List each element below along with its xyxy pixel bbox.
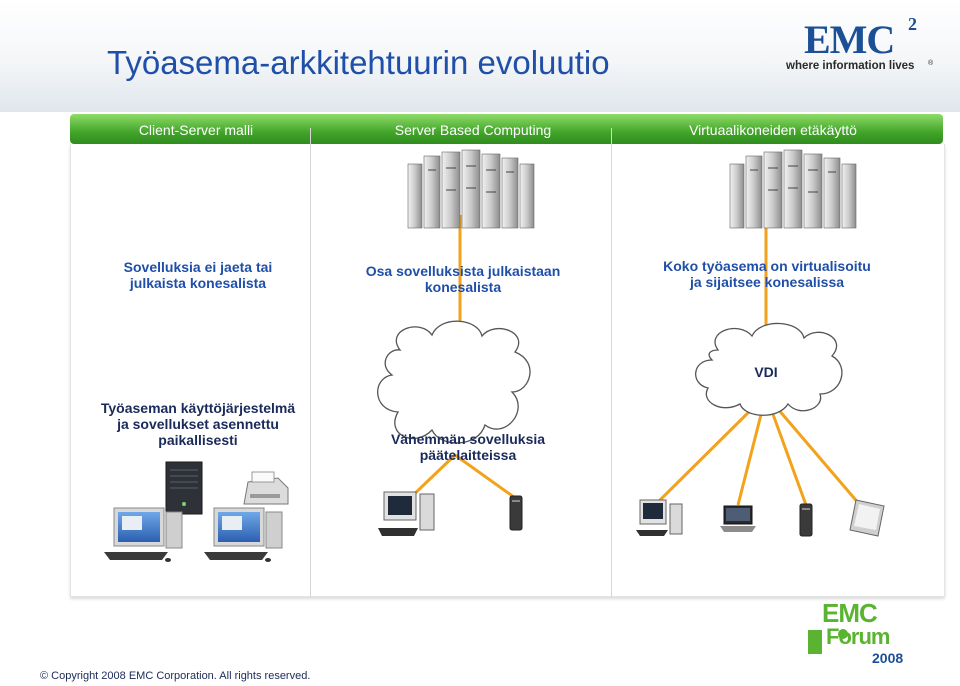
- column-header-virtual: Virtuaalikoneiden etäkäyttö: [689, 122, 857, 138]
- server-rack-icon: [729, 149, 857, 229]
- server-based-cloud-line2: päätelaitteissa: [419, 447, 517, 463]
- server-based-cloud-line1: Vähemmän sovelluksia: [390, 431, 546, 447]
- cloud-icon: [377, 320, 531, 444]
- client-server-local-desc: Työaseman käyttöjärjestelmä ja sovelluks…: [70, 400, 326, 448]
- client-server-local-line3: paikallisesti: [158, 432, 238, 448]
- server-based-cloud-text: Vähemmän sovelluksia päätelaitteissa: [358, 431, 578, 463]
- virtual-desc-line1: Koko työasema on virtualisoitu: [663, 258, 871, 274]
- virtual-desc-line2: ja sijaitsee konesalissa: [689, 274, 845, 290]
- vdi-label: VDI: [754, 364, 778, 380]
- desktop-computer-icon: [378, 491, 435, 536]
- client-server-desc: Sovelluksia ei jaeta tai julkaista kones…: [88, 259, 308, 291]
- server-based-desc: Osa sovelluksista julkaistaan konesalist…: [338, 263, 588, 295]
- emc-forum-logo-line1: EMC: [822, 598, 878, 628]
- thin-client-icon: [509, 495, 523, 531]
- server-based-desc-line1: Osa sovelluksista julkaistaan: [365, 263, 561, 279]
- tablet-icon: [849, 499, 885, 537]
- emc-logo-registered: ®: [928, 60, 934, 67]
- desktop-pc-icon: [204, 507, 283, 562]
- title-band: [0, 0, 960, 112]
- printer-icon: [243, 471, 289, 505]
- column-divider: [310, 128, 311, 598]
- column-header-server-based: Server Based Computing: [394, 122, 552, 138]
- server-rack-icon: [407, 149, 535, 229]
- server-based-desc-line2: konesalista: [424, 279, 502, 295]
- client-server-desc-line2: julkaista konesalista: [129, 275, 267, 291]
- desktop-pc-icon: [104, 507, 183, 562]
- emc-forum-logo: [808, 629, 848, 654]
- column-divider: [611, 128, 612, 598]
- client-server-local-line1: Työaseman käyttöjärjestelmä: [100, 400, 296, 416]
- emc-logo-brand: EMC: [804, 17, 895, 62]
- thin-client-icon: [799, 503, 813, 537]
- server-tower-icon: [165, 461, 203, 515]
- emc-forum-logo-year: 2008: [872, 650, 904, 666]
- column-header-bar: [70, 114, 943, 144]
- emc-logo: EMC 2 where information lives ®: [786, 14, 936, 76]
- emc-logo-superscript: 2: [908, 14, 917, 34]
- desktop-computer-icon: [636, 499, 683, 536]
- laptop-icon: [720, 505, 756, 532]
- slide-title: Työasema-arkkitehtuurin evoluutio: [107, 44, 610, 81]
- column-header-client-server: Client-Server malli: [138, 122, 254, 138]
- cloud-icon: [695, 322, 843, 416]
- virtual-desc: Koko työasema on virtualisoitu ja sijait…: [626, 258, 908, 290]
- client-server-desc-line1: Sovelluksia ei jaeta tai: [123, 259, 273, 275]
- emc-logo-tagline: where information lives: [786, 60, 915, 72]
- copyright-notice: © Copyright 2008 EMC Corporation. All ri…: [40, 670, 311, 682]
- emc-forum-logo-line2: Forum: [826, 624, 890, 649]
- client-server-local-line2: ja sovellukset asennettu: [117, 416, 279, 432]
